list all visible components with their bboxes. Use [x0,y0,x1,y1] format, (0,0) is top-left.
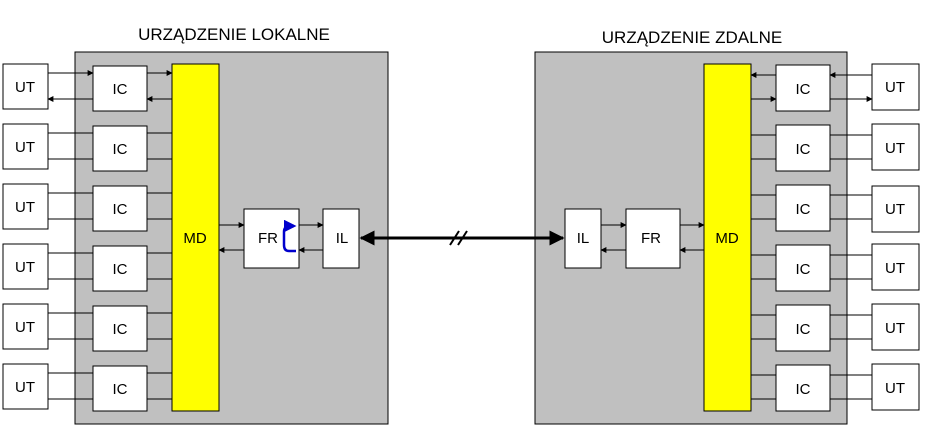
local-ut-label: UT [15,319,35,336]
local-row: UT IC [2,303,172,352]
local-device-title: URZĄDZENIE LOKALNE [138,25,330,44]
local-ic-label: IC [113,381,128,398]
local-row: UT IC [2,183,172,232]
remote-ic-label: IC [796,321,811,338]
local-row: UT IC [2,123,172,172]
local-ic-box [92,305,148,352]
remote-ut-box [871,185,920,233]
remote-ic-box [775,364,831,412]
local-ut-box [2,183,49,230]
local-ic-label: IC [113,141,128,158]
local-fr-box [243,208,300,269]
remote-ut-label: UT [885,320,905,337]
remote-ic-box [775,64,831,112]
remote-ic-box [775,124,831,172]
remote-md-block [703,63,752,412]
remote-fr-label: FR [641,230,661,247]
local-terminal-rows: UT IC UT IC UT IC [2,63,173,412]
remote-ut-box [871,243,920,291]
local-md-block [171,63,220,412]
local-ut-box [2,363,49,410]
line-break-marks [449,230,468,246]
remote-ut-label: UT [885,79,905,96]
remote-ic-label: IC [796,261,811,278]
remote-device-title: URZĄDZENIE ZDALNE [602,28,782,47]
local-row: UT IC [2,63,173,112]
remote-ic-box [775,244,831,292]
remote-row: IC UT [751,184,920,233]
remote-ut-label: UT [885,380,905,397]
remote-ut-box [871,63,920,111]
local-il-label: IL [336,230,349,247]
local-ut-label: UT [15,379,35,396]
remote-il-box [564,208,602,269]
local-ut-box [2,303,49,350]
remote-ic-label: IC [796,201,811,218]
local-ut-label: UT [15,199,35,216]
remote-fr-box [625,208,681,269]
remote-ic-label: IC [796,141,811,158]
remote-ut-box [871,363,920,411]
local-ut-box [2,63,49,110]
local-ic-box [92,65,148,112]
local-row: UT IC [2,243,172,292]
local-ut-label: UT [15,259,35,276]
remote-row: IC UT [751,303,920,352]
local-md-label: MD [183,230,206,247]
local-ic-label: IC [113,81,128,98]
remote-il-label: IL [577,230,590,247]
remote-ut-label: UT [885,201,905,218]
remote-row: IC UT [750,63,920,112]
local-ut-label: UT [15,79,35,96]
remote-ic-label: IC [796,81,811,98]
local-ic-box [92,365,148,412]
remote-ut-box [871,123,920,171]
remote-ut-box [871,303,920,351]
remote-ut-label: UT [885,260,905,277]
remote-ic-box [775,184,831,232]
remote-terminal-rows: IC UT IC UT IC UT [750,63,920,412]
local-ut-label: UT [15,139,35,156]
local-il-box [322,208,360,269]
remote-ic-box [775,304,831,352]
remote-row: IC UT [751,123,920,172]
local-ic-label: IC [113,261,128,278]
local-ut-box [2,243,49,290]
remote-row: IC UT [751,243,920,292]
local-row: UT IC [2,363,172,412]
local-ic-label: IC [113,321,128,338]
loopback-arrow [282,219,297,253]
local-ic-box [92,125,148,172]
remote-ut-label: UT [885,140,905,157]
remote-md-label: MD [715,230,738,247]
local-ic-box [92,245,148,292]
local-fr-label: FR [258,230,278,247]
local-ic-box [92,185,148,232]
local-ut-box [2,123,49,170]
remote-ic-label: IC [796,381,811,398]
remote-row: IC UT [751,363,920,412]
local-ic-label: IC [113,201,128,218]
